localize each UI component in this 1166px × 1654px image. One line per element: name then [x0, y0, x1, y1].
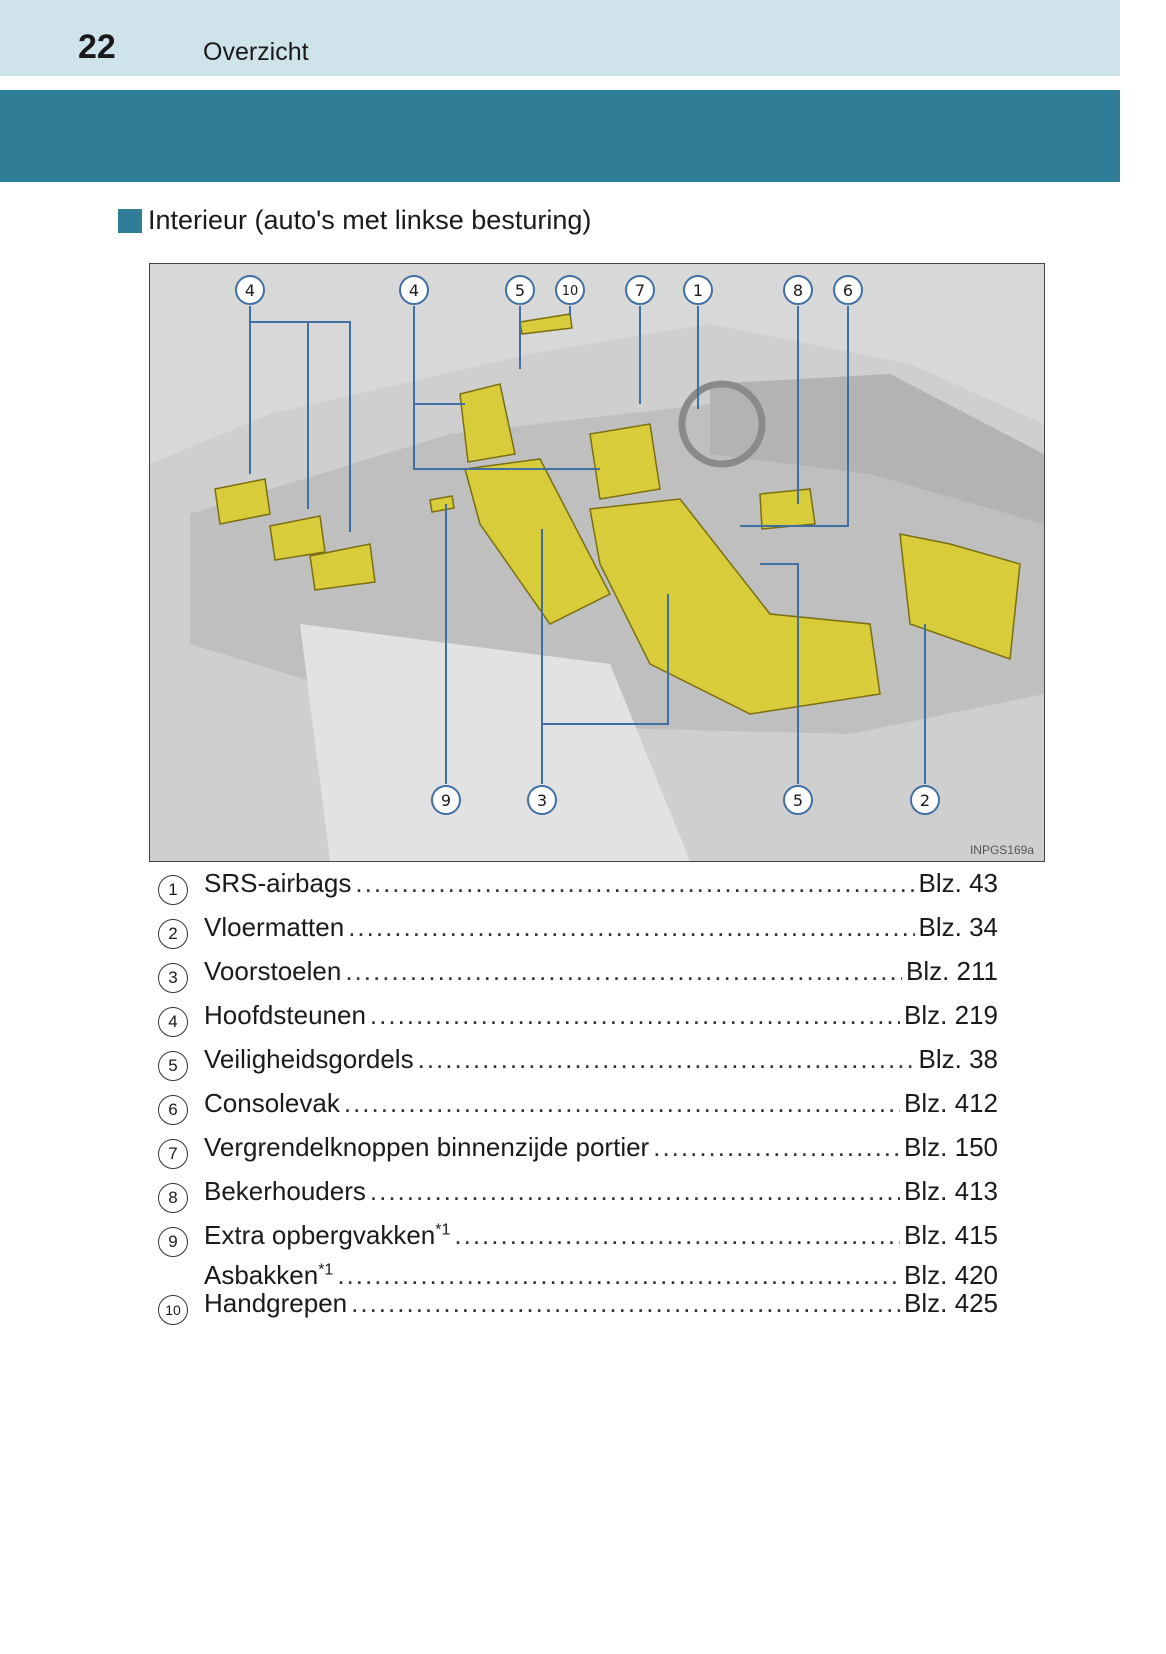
list-item: 6 Consolevak Blz. 412: [158, 1088, 998, 1132]
item-number: 6: [158, 1095, 188, 1125]
header-band: [0, 0, 1120, 76]
callout-4b: 4: [399, 275, 429, 305]
callout-1-label: 1: [693, 281, 703, 300]
dot-leader: [370, 1000, 900, 1031]
callout-3-label: 3: [537, 791, 547, 810]
dot-leader: [348, 912, 914, 943]
list-item: 9 Extra opbergvakken*1 Blz. 415: [158, 1220, 998, 1257]
dot-leader: [344, 1088, 900, 1119]
item-label: Handgrepen: [204, 1288, 348, 1318]
callout-5b: 5: [783, 785, 813, 815]
page-reference: Blz. 211: [905, 956, 998, 986]
item-number: 5: [158, 1051, 188, 1081]
callout-4b-label: 4: [409, 281, 419, 300]
callout-7-label: 7: [635, 281, 645, 300]
list-item: 10 Handgrepen Blz. 425: [158, 1288, 998, 1332]
callout-4a-label: 4: [245, 281, 255, 300]
dot-leader: [418, 1044, 915, 1075]
list-item: 3 Voorstoelen Blz. 211: [158, 956, 998, 1000]
item-label-with-footnote: Asbakken*1: [204, 1260, 333, 1291]
item-label: Extra opbergvakken: [204, 1220, 436, 1250]
list-item: Asbakken*1 Blz. 420: [158, 1254, 998, 1291]
callout-10-label: 10: [562, 284, 579, 299]
item-label: Consolevak: [204, 1088, 340, 1118]
item-label-with-footnote: Extra opbergvakken*1: [204, 1220, 450, 1251]
list-item: 7 Vergrendelknoppen binnenzijde portier …: [158, 1132, 998, 1176]
callout-7: 7: [625, 275, 655, 305]
item-number: 1: [158, 875, 188, 905]
dot-leader: [355, 868, 914, 899]
dot-leader: [345, 956, 902, 987]
page-reference: Blz. 413: [904, 1176, 998, 1206]
section-banner: [0, 90, 1120, 182]
page-number: 22: [78, 28, 116, 66]
page-reference: Blz. 219: [904, 1000, 998, 1030]
callout-2: 2: [910, 785, 940, 815]
callout-6-label: 6: [843, 281, 853, 300]
dot-leader: [653, 1132, 900, 1163]
interior-drawing: 4 4 5 10 7 1 8 6 9 3 5 2: [150, 275, 1044, 861]
list-item: 1 SRS-airbags Blz. 43: [158, 868, 998, 912]
item-number: 2: [158, 919, 188, 949]
item-number: 9: [158, 1227, 188, 1257]
callout-10: 10: [555, 275, 585, 305]
item-number: [158, 1257, 188, 1287]
footnote-marker: *1: [435, 1221, 451, 1239]
interior-illustration: 4 4 5 10 7 1 8 6 9 3 5 2 INPGS169a: [149, 263, 1045, 862]
item-label: Bekerhouders: [204, 1176, 366, 1206]
figure-code: INPGS169a: [969, 843, 1034, 857]
dot-leader: [351, 1288, 900, 1319]
item-number: 4: [158, 1007, 188, 1037]
list-item: 8 Bekerhouders Blz. 413: [158, 1176, 998, 1220]
item-number: 8: [158, 1183, 188, 1213]
dot-leader: [370, 1176, 900, 1207]
callout-5b-label: 5: [793, 791, 803, 810]
page-reference: Blz. 415: [904, 1220, 998, 1250]
callout-9: 9: [431, 785, 461, 815]
page-reference: Blz. 38: [918, 1044, 999, 1074]
subsection-heading: Interieur (auto's met linkse besturing): [118, 205, 591, 236]
page-reference: Blz. 412: [904, 1088, 998, 1118]
page-reference: Blz. 420: [904, 1260, 998, 1290]
item-number: 10: [158, 1295, 188, 1325]
item-number: 3: [158, 963, 188, 993]
callout-9-label: 9: [441, 791, 451, 810]
list-item: 4 Hoofdsteunen Blz. 219: [158, 1000, 998, 1044]
reference-list: 1 SRS-airbags Blz. 43 2 Vloermatten Blz.…: [158, 868, 998, 1332]
heading-text: Interieur (auto's met linkse besturing): [148, 205, 592, 235]
callout-5a-label: 5: [515, 281, 525, 300]
item-label: Veiligheidsgordels: [204, 1044, 414, 1074]
footnote-marker: *1: [318, 1261, 334, 1279]
callout-4a: 4: [235, 275, 265, 305]
list-item: 2 Vloermatten Blz. 34: [158, 912, 998, 956]
callout-2-label: 2: [920, 791, 930, 810]
callout-5a: 5: [505, 275, 535, 305]
callout-1: 1: [683, 275, 713, 305]
item-label: Vergrendelknoppen binnenzijde portier: [204, 1132, 650, 1162]
dot-leader: [454, 1220, 900, 1251]
item-label: Voorstoelen: [204, 956, 342, 986]
item-label: SRS-airbags: [204, 868, 352, 898]
callout-8: 8: [783, 275, 813, 305]
page-reference: Blz. 43: [918, 868, 999, 898]
dot-leader: [337, 1260, 900, 1291]
item-label: Asbakken: [204, 1260, 319, 1290]
item-label: Vloermatten: [204, 912, 345, 942]
item-label: Hoofdsteunen: [204, 1000, 366, 1030]
callout-8-label: 8: [793, 281, 803, 300]
page-reference: Blz. 150: [904, 1132, 998, 1162]
page-reference: Blz. 425: [904, 1288, 998, 1318]
item-number: 7: [158, 1139, 188, 1169]
callout-6: 6: [833, 275, 863, 305]
section-title: Overzicht: [203, 38, 309, 66]
callout-3: 3: [527, 785, 557, 815]
list-item: 5 Veiligheidsgordels Blz. 38: [158, 1044, 998, 1088]
page-reference: Blz. 34: [918, 912, 999, 942]
heading-marker-icon: [118, 208, 142, 233]
